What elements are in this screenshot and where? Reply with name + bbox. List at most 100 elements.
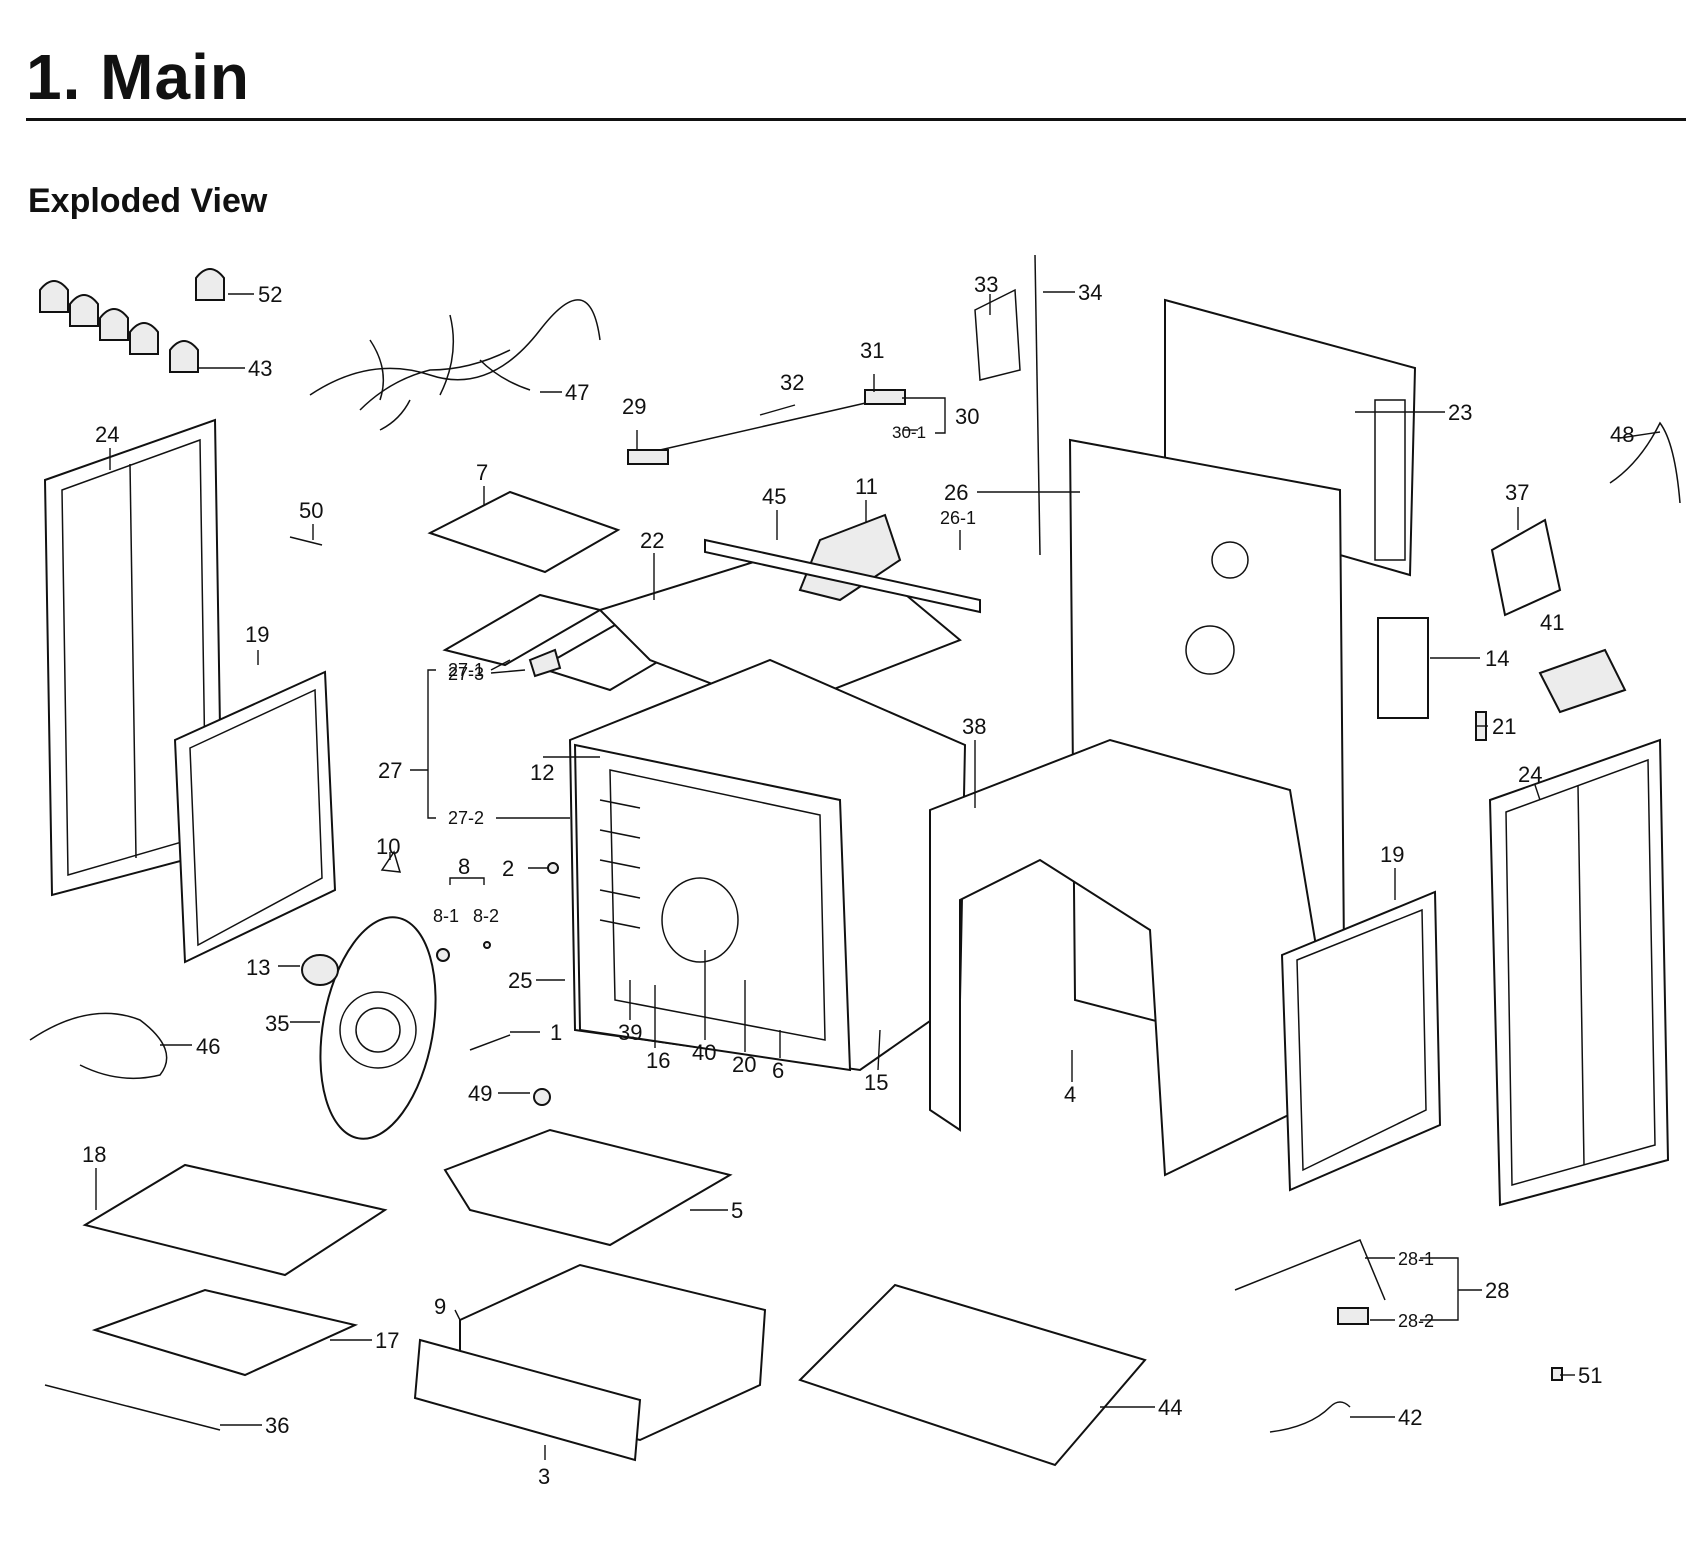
callout-label: 11 (855, 474, 878, 499)
callout-label: 38 (962, 714, 986, 739)
callout-label: 26 (944, 480, 968, 505)
callout-label: 30 (955, 404, 979, 429)
callout-label: 45 (762, 484, 786, 509)
callout-label: 40 (692, 1040, 716, 1065)
callout-label: 44 (1158, 1395, 1182, 1420)
callout-label: 49 (468, 1081, 492, 1106)
callout-label: 21 (1492, 714, 1516, 739)
callout-label: 43 (248, 356, 272, 381)
part-rod (44, 1384, 221, 1431)
part-duct-assembly (442, 558, 962, 712)
part-27-3 (528, 648, 562, 678)
callout-label: 24 (95, 422, 119, 447)
part-outer-wrap (929, 738, 1342, 1177)
leader-lines (95, 291, 1661, 1460)
callout-label: 51 (1578, 1363, 1602, 1388)
callout-label: 33 (974, 272, 998, 297)
part-14 (1377, 617, 1429, 719)
callout-label: 29 (622, 394, 646, 419)
callout-label: 6 (772, 1058, 784, 1083)
callout-label: 23 (1448, 400, 1472, 425)
callout-label: 48 (1610, 422, 1634, 447)
callout-label: 9 (434, 1294, 446, 1319)
part-rack (798, 1283, 1147, 1467)
part-top-cover (427, 490, 621, 574)
part-knob-single (195, 268, 225, 301)
callout-label: 28-1 (1398, 1249, 1434, 1269)
callout-label: 4 (1064, 1082, 1076, 1107)
callout-label: 27 (378, 758, 402, 783)
part-knobs (39, 280, 199, 373)
callout-labels: 52 43 47 24 50 7 29 32 31 30 30-1 33 34 … (82, 272, 1634, 1489)
callout-label: 42 (1398, 1405, 1422, 1430)
part-drawer (413, 1263, 767, 1462)
page-title: 1. Main (26, 41, 250, 113)
callout-label: 10 (376, 834, 400, 859)
parts-layer (29, 254, 1681, 1467)
part-10 (380, 850, 402, 873)
callout-label: 8-1 (433, 906, 459, 926)
part-shield (91, 1288, 359, 1377)
part-34 (1034, 254, 1041, 556)
part-right-side-panel (1488, 738, 1670, 1207)
callout-label: 26-1 (940, 508, 976, 528)
callout-label: 7 (476, 460, 488, 485)
part-right-glass-frame (1280, 890, 1442, 1192)
callout-label: 13 (246, 955, 270, 980)
part-28-2 (1337, 1307, 1369, 1325)
part-32 (659, 401, 871, 451)
callout-label: 27-2 (448, 808, 484, 828)
part-48 (1609, 421, 1681, 504)
callout-label: 30-1 (892, 423, 926, 442)
part-bottom-plate (443, 1128, 733, 1247)
callout-label: 8 (458, 854, 470, 879)
part-left-glass-frame (173, 670, 337, 964)
callout-label: 2 (502, 856, 514, 881)
callout-label: 50 (299, 498, 323, 523)
part-broil-pan (82, 1163, 388, 1277)
callout-label: 52 (258, 282, 282, 307)
callout-label: 36 (265, 1413, 289, 1438)
callout-label: 19 (245, 622, 269, 647)
callout-label: 27-3 (448, 664, 484, 684)
callout-label: 22 (640, 528, 664, 553)
callout-label: 47 (565, 380, 589, 405)
part-fan-cover (319, 916, 437, 1140)
callout-label: 41 (1540, 610, 1564, 635)
callout-label: 5 (731, 1198, 743, 1223)
part-8-1 (436, 948, 450, 962)
callout-label: 25 (508, 968, 532, 993)
callout-label: 15 (864, 1070, 888, 1095)
callout-label: 39 (618, 1020, 642, 1045)
section-subtitle: Exploded View (28, 182, 268, 220)
callout-label: 28-2 (1398, 1311, 1434, 1331)
callout-label: 32 (780, 370, 804, 395)
callout-label: 14 (1485, 646, 1509, 671)
callout-label: 35 (265, 1011, 289, 1036)
part-31 (864, 389, 906, 405)
part-42 (1269, 1401, 1351, 1433)
part-28-1 (1234, 1239, 1386, 1301)
callout-label: 3 (538, 1464, 550, 1489)
part-49 (533, 1088, 551, 1106)
part-wire-harness (309, 299, 601, 431)
part-2 (547, 862, 559, 874)
part-rail (704, 538, 981, 614)
part-37 (1490, 518, 1562, 617)
title-rule (26, 118, 1686, 121)
callout-label: 28 (1485, 1278, 1509, 1303)
callout-label: 31 (860, 338, 884, 363)
callout-label: 24 (1518, 762, 1542, 787)
part-50 (289, 536, 323, 546)
callout-label: 12 (530, 760, 554, 785)
part-1 (469, 1034, 511, 1051)
callout-label: 1 (550, 1020, 562, 1045)
callout-label: 16 (646, 1048, 670, 1073)
callout-label: 37 (1505, 480, 1529, 505)
part-29 (627, 449, 669, 465)
part-cord (29, 1012, 168, 1080)
part-33 (974, 288, 1021, 381)
part-41 (1538, 648, 1627, 714)
part-8-2 (483, 941, 491, 949)
